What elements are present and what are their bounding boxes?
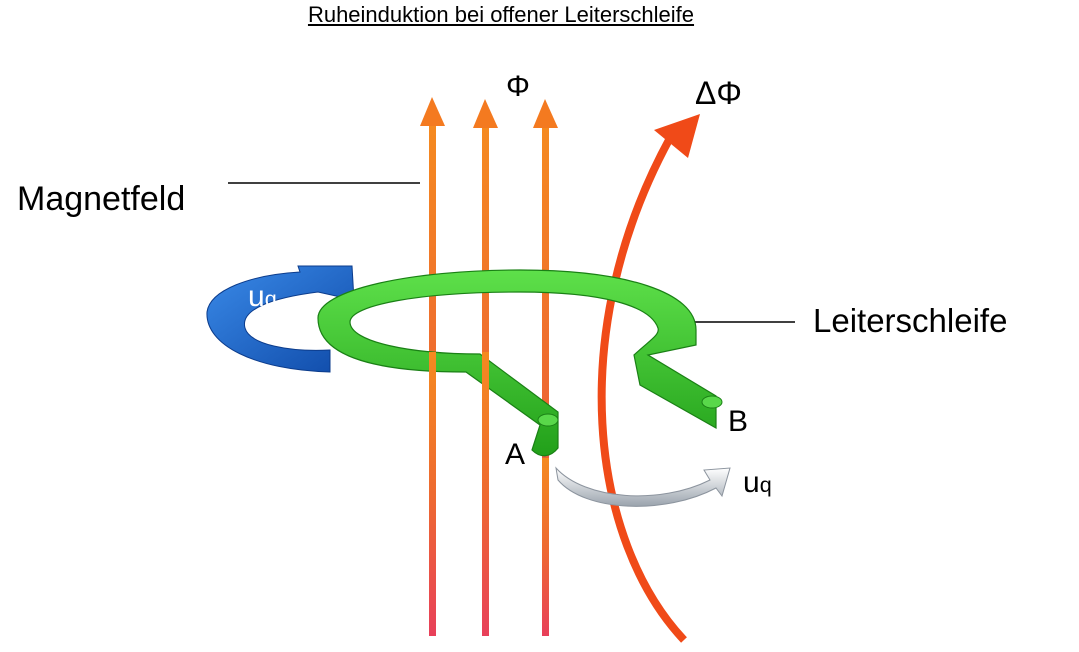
delta-flux-symbol-label: ΔΦ: [695, 75, 742, 111]
conductor-loop: [317, 269, 723, 457]
voltage-label-left: uq: [248, 280, 277, 314]
voltage-label-right-sub: q: [759, 472, 772, 497]
voltage-arrow-right: [555, 466, 731, 507]
magnetfeld-label: Magnetfeld: [17, 180, 186, 218]
leiterschleife-label: Leiterschleife: [813, 302, 1008, 339]
voltage-arrow-left: [206, 265, 355, 373]
voltage-label-left-main: u: [248, 280, 265, 313]
flux-symbol-label: Φ: [506, 70, 530, 103]
diagram-title: Ruheinduktion bei offener Leiterschleife: [307, 2, 695, 27]
voltage-label-right: uq: [743, 466, 772, 500]
field-line-1-front: [429, 352, 436, 636]
voltage-label-right-main: u: [743, 466, 760, 499]
point-b-label: B: [728, 405, 749, 438]
field-line-3-front: [542, 458, 549, 636]
field-line-2-front: [482, 352, 489, 636]
field-line-3: [533, 99, 558, 636]
point-a-label: A: [505, 438, 526, 471]
voltage-label-left-sub: q: [264, 286, 277, 311]
delta-phi-arrow: [597, 114, 700, 643]
